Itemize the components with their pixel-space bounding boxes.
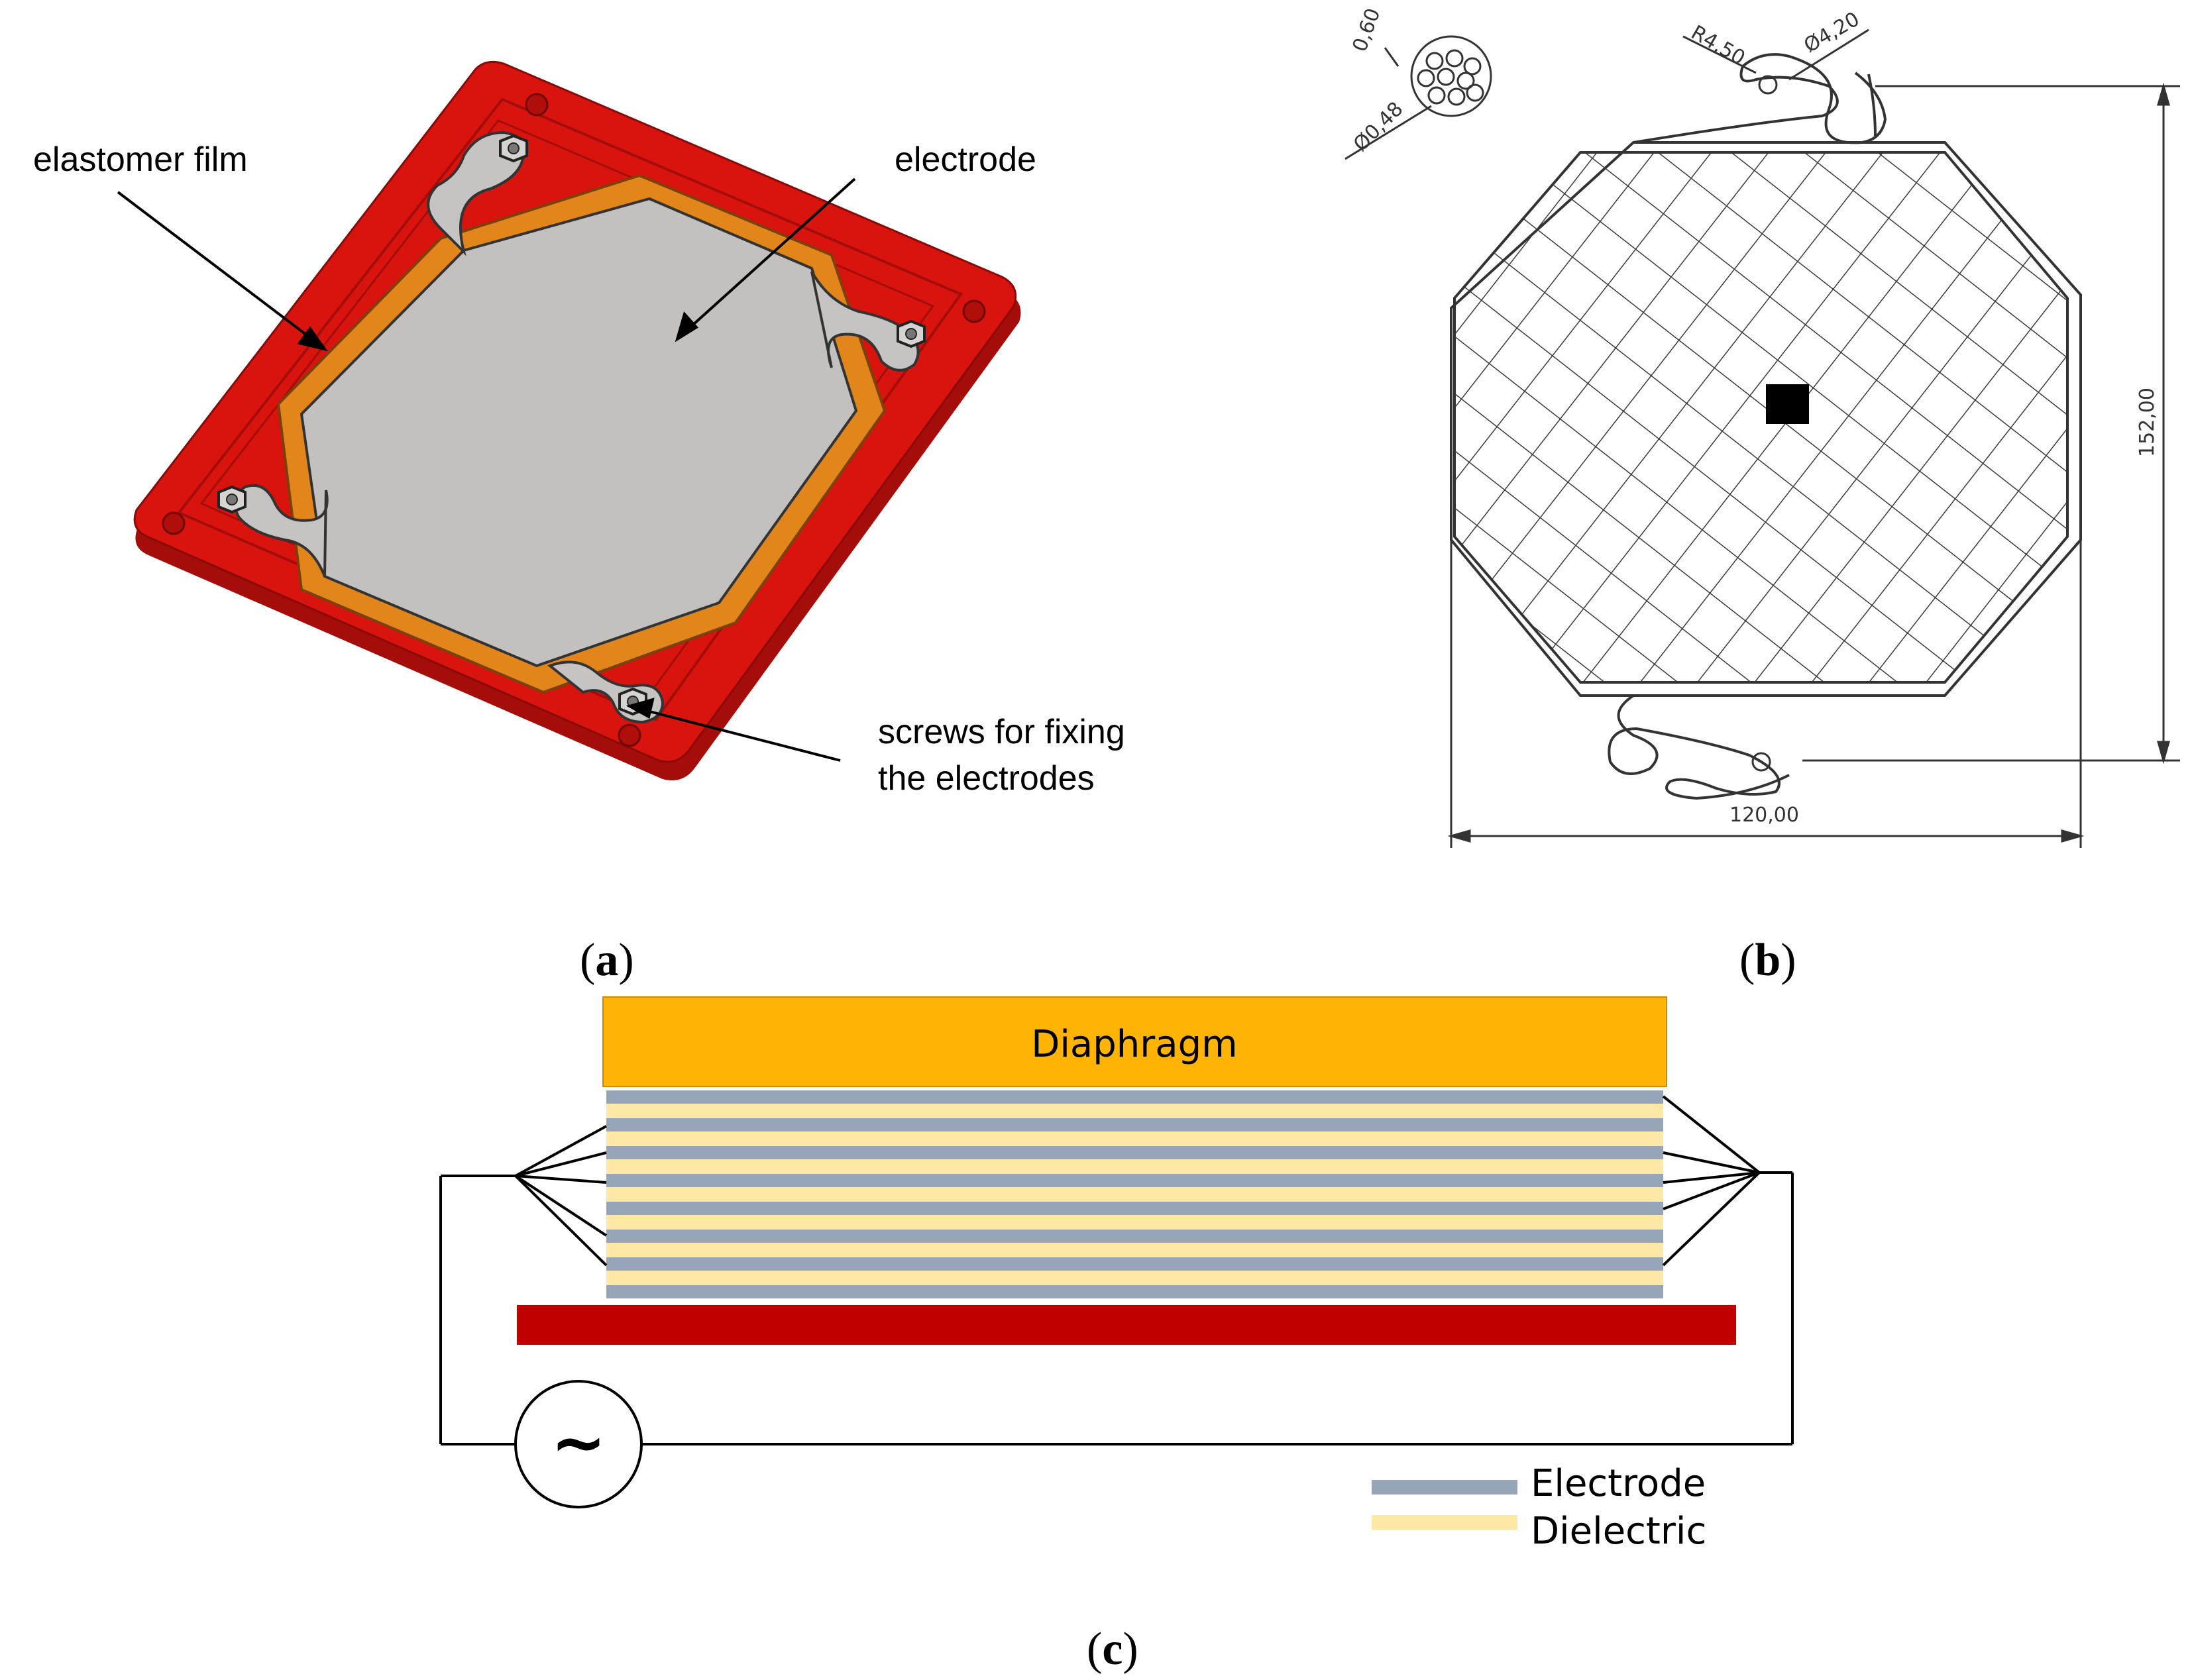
mesh-border xyxy=(1453,151,2069,684)
electrode-tabs xyxy=(233,131,920,724)
stack-electrode-layer xyxy=(606,1230,1663,1243)
dim-hole-spacing: 0,60 xyxy=(1348,5,1386,55)
caption-a: (a) xyxy=(580,935,634,986)
ac-source-symbol: ~ xyxy=(551,1404,606,1481)
screw-icon xyxy=(499,134,528,163)
legend-swatch-electrode xyxy=(1372,1480,1517,1495)
panel-a: elastomer film electrode screws for fixi… xyxy=(33,60,1125,986)
base-plate xyxy=(517,1305,1736,1345)
stack-electrode-layer xyxy=(606,1285,1663,1298)
stack-electrode-layer xyxy=(606,1146,1663,1159)
dim-tab-hole: Ø4,20 xyxy=(1800,7,1864,58)
dim-width: 120,00 xyxy=(1729,804,1799,827)
screw-icon xyxy=(897,319,926,348)
dimension-height xyxy=(1802,82,2180,764)
electrode-mesh xyxy=(1454,152,2067,682)
stack-dielectric-layer xyxy=(606,1159,1663,1174)
label-screws-line-1: screws for fixing xyxy=(878,713,1125,751)
stack-electrode-layer xyxy=(606,1118,1663,1131)
layer-stack xyxy=(606,1090,1663,1298)
top-tab xyxy=(1633,53,1887,144)
stack-dielectric-layer xyxy=(606,1271,1663,1285)
electrode-outline xyxy=(1450,141,2082,697)
caption-b: (b) xyxy=(1739,935,1796,986)
dim-height: 152,00 xyxy=(2136,388,2159,457)
label-elastomer-film: elastomer film xyxy=(33,140,248,179)
stack-electrode-layer xyxy=(606,1257,1663,1271)
frame-holes xyxy=(162,93,986,747)
screw-icon xyxy=(217,485,247,514)
label-screws-line-2: the electrodes xyxy=(878,759,1095,798)
stack-electrode-layer xyxy=(606,1202,1663,1215)
legend-label-dielectric: Dielectric xyxy=(1531,1510,1706,1553)
bottom-tab-hole xyxy=(1751,752,1771,772)
caption-c: (c) xyxy=(1087,1624,1138,1675)
legend-swatch-dielectric xyxy=(1372,1515,1517,1530)
stack-dielectric-layer xyxy=(606,1131,1663,1146)
diaphragm xyxy=(602,996,1667,1087)
panel-b: 0,60 Ø0,48 R4,50 Ø4,20 152,00 120,00 (b) xyxy=(1344,5,2180,986)
dimension-leaders xyxy=(1344,28,1869,160)
stack-dielectric-layer xyxy=(606,1104,1663,1118)
annotation-arrows xyxy=(117,178,856,762)
top-tab-hole xyxy=(1758,75,1778,95)
stack-electrode-layer xyxy=(606,1090,1663,1104)
diaphragm-label: Diaphragm xyxy=(1031,1023,1237,1066)
center-marker xyxy=(1766,384,1809,424)
ac-source-icon: ~ xyxy=(514,1380,643,1508)
stack-dielectric-layer xyxy=(606,1215,1663,1230)
dimension-width xyxy=(1447,540,2085,848)
label-electrode: electrode xyxy=(895,140,1036,179)
stack-dielectric-layer xyxy=(606,1243,1663,1257)
stack-dielectric-layer xyxy=(606,1187,1663,1202)
legend: Electrode Dielectric xyxy=(1372,1462,1706,1553)
perforation-detail xyxy=(1410,35,1492,117)
bottom-tab xyxy=(1608,694,1790,800)
electrode-plate xyxy=(300,197,858,668)
wiring xyxy=(439,1095,1794,1445)
legend-label-electrode: Electrode xyxy=(1531,1462,1706,1505)
panel-c: Diaphragm xyxy=(439,996,1794,1675)
stack-electrode-layer xyxy=(606,1174,1663,1187)
dim-radius: R4,50 xyxy=(1687,21,1749,70)
